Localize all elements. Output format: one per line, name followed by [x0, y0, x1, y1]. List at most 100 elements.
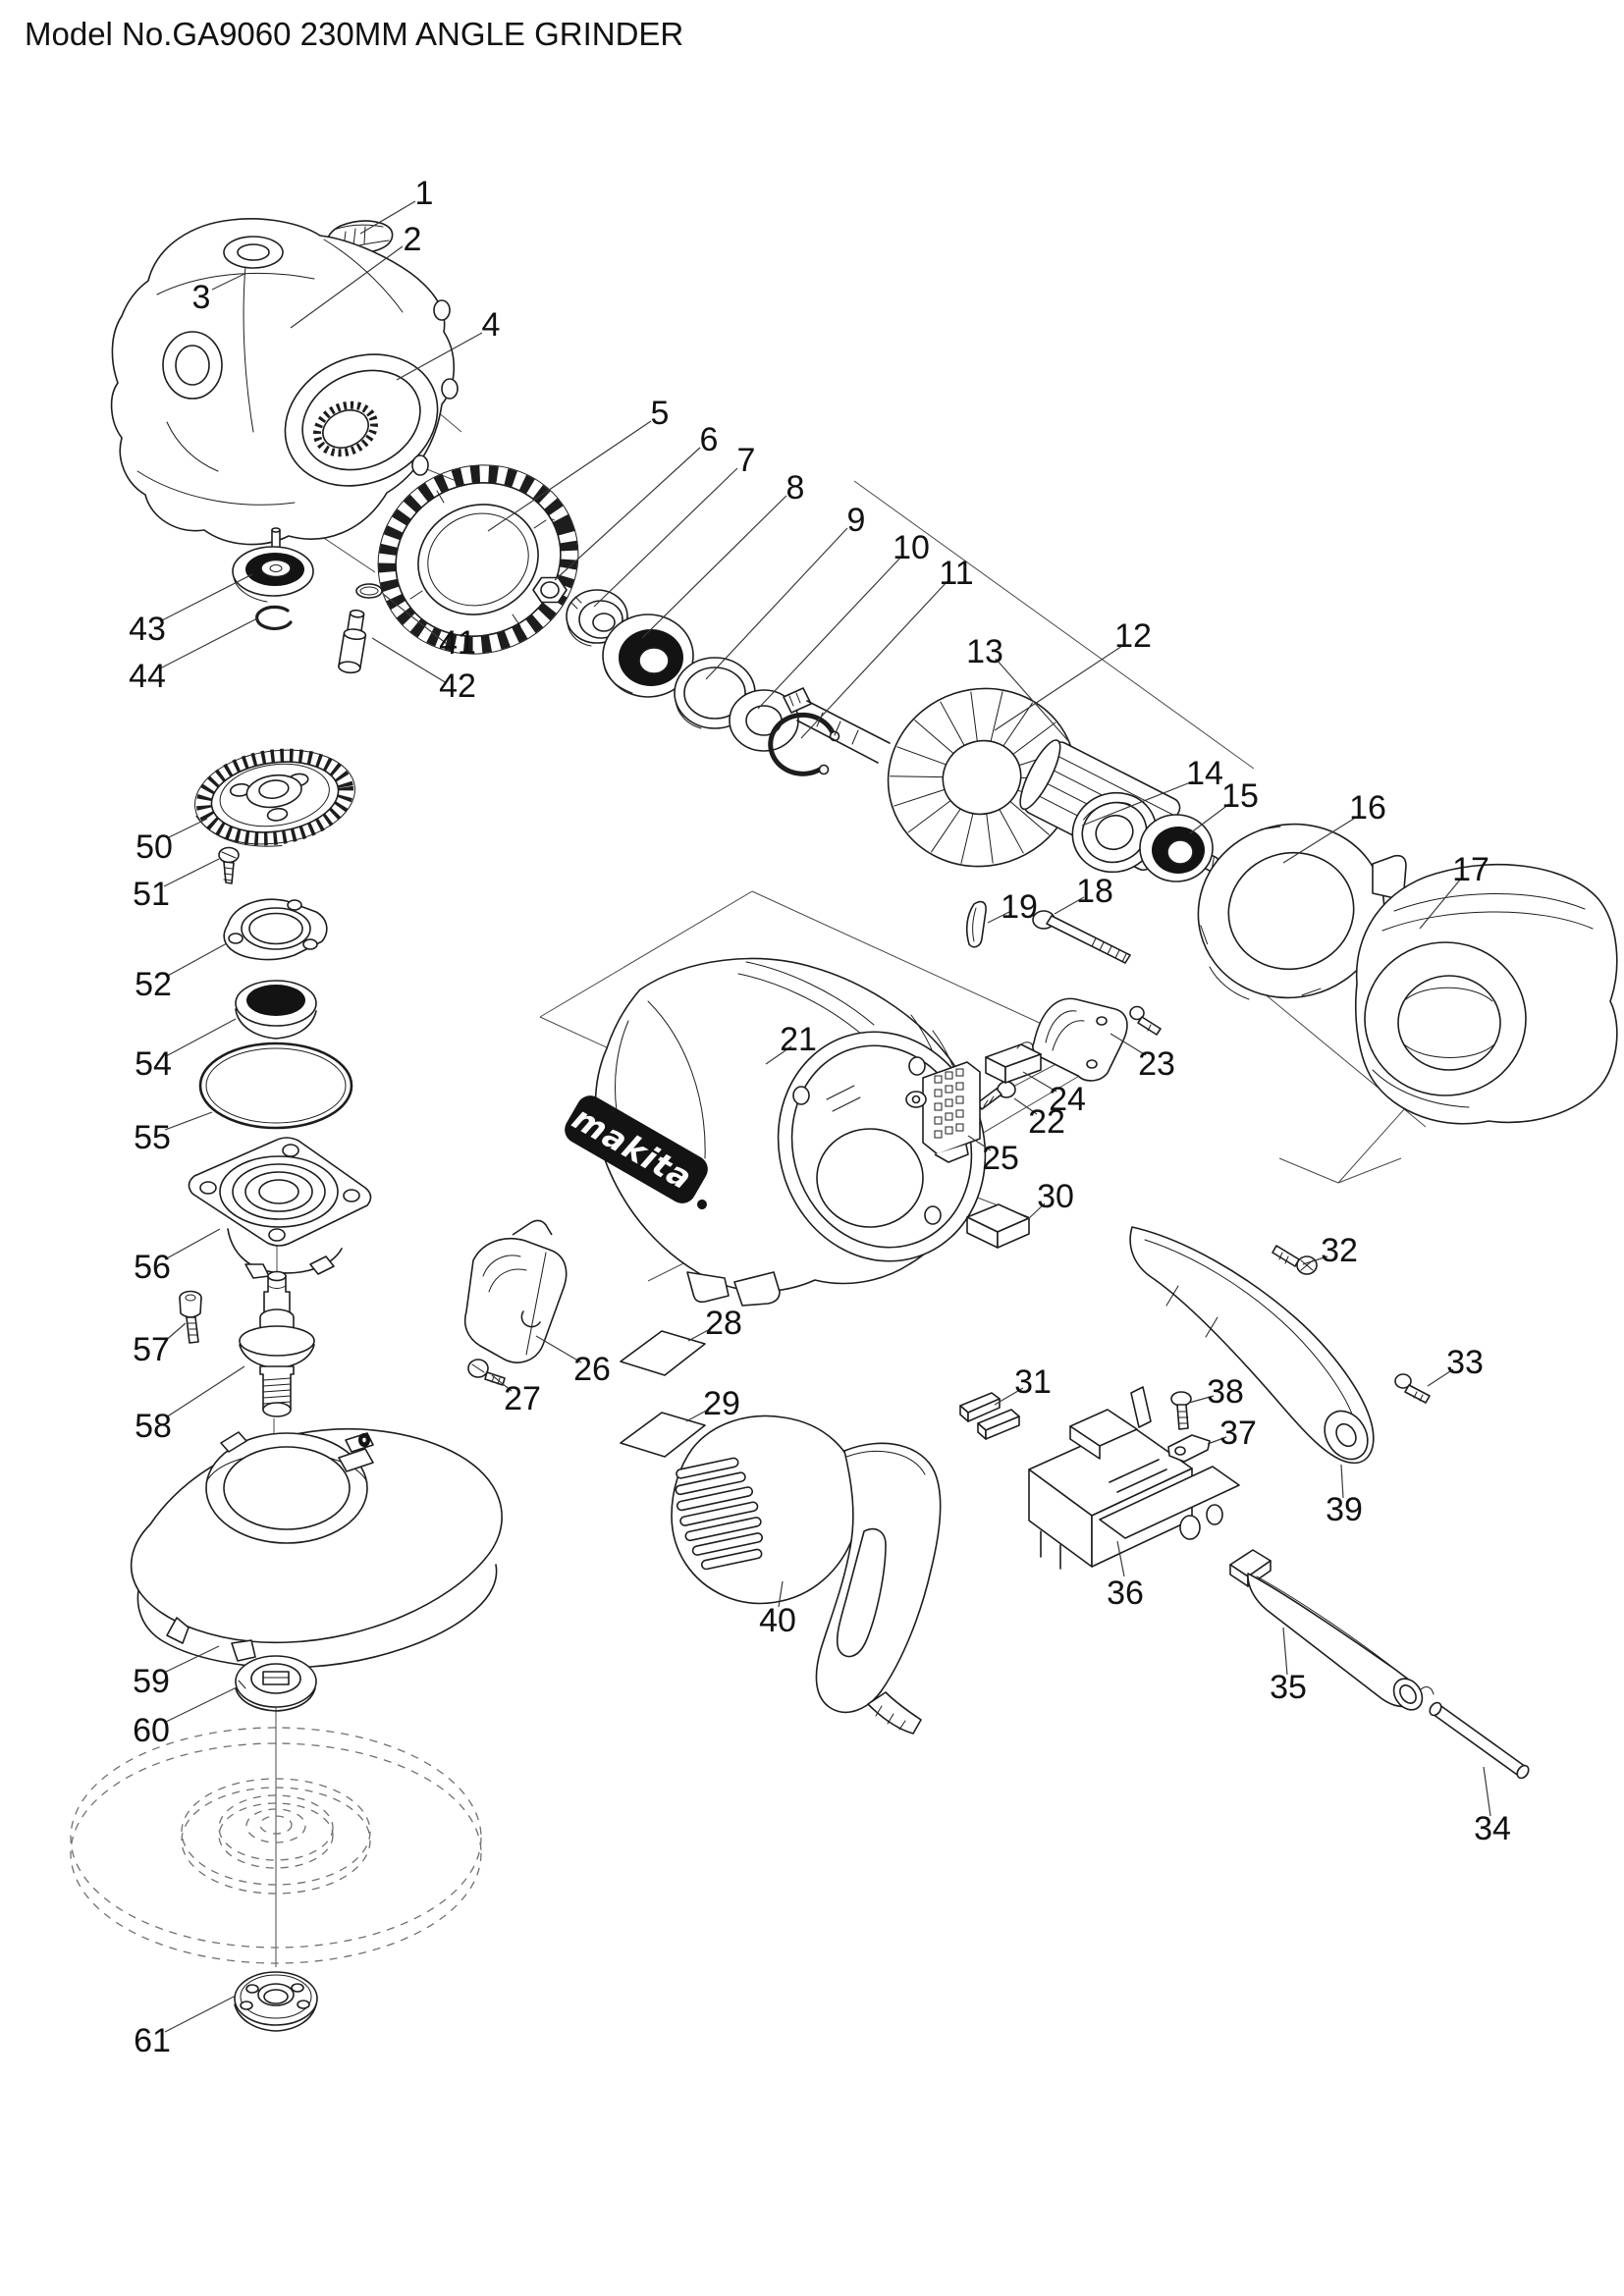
leader-line-38 [1188, 1395, 1215, 1404]
sponge-block-art [966, 1203, 1030, 1249]
retaining-ring-art [768, 712, 840, 776]
flat-washer-art [729, 689, 799, 752]
part-label-4-gear-housing: 4 [482, 306, 501, 344]
part-label-61-lock-nut: 61 [134, 2022, 171, 2059]
leader-line-11 [800, 580, 948, 739]
part-label-19-insulation-strip: 19 [1001, 888, 1038, 926]
leader-line-50 [166, 818, 208, 839]
part-label-1-shaft-lock-lever: 1 [415, 175, 434, 212]
leader-line-60 [163, 1686, 238, 1724]
part-label-31-contact-blocks: 31 [1014, 1363, 1052, 1401]
part-label-8-ball-bearing: 8 [786, 469, 805, 507]
o-ring-large-art [198, 1041, 353, 1130]
switch-plate-art [1167, 1434, 1211, 1463]
part-label-51-gear-screw: 51 [133, 876, 170, 913]
leader-line-33 [1427, 1368, 1454, 1387]
leader-line-12 [994, 643, 1126, 731]
page-title: Model No.GA9060 230MM ANGLE GRINDER [25, 16, 683, 52]
leader-line-44 [159, 617, 258, 669]
leader-line-26 [535, 1335, 582, 1363]
part-label-24-carbon-brush: 24 [1049, 1081, 1086, 1118]
part-label-17-field-stator: 17 [1452, 851, 1489, 888]
leader-line-37 [1207, 1436, 1227, 1445]
leader-line-31 [994, 1387, 1024, 1406]
leader-line-58 [165, 1365, 245, 1418]
field-stator-art [1354, 864, 1618, 1125]
o-ring-small-art [355, 583, 383, 599]
part-label-10-flat-washer: 10 [893, 529, 930, 566]
leader-line-36 [1116, 1540, 1125, 1577]
part-label-59-wheel-guard: 59 [133, 1663, 170, 1700]
part-label-18-long-tapping-screw: 18 [1076, 873, 1113, 910]
leader-line-32 [1302, 1255, 1328, 1265]
leader-line-25 [967, 1135, 992, 1151]
ball-bearing-art [602, 614, 694, 698]
part-label-25-brush-holder: 25 [982, 1140, 1019, 1177]
part-label-26-brush-holder-cap-left: 26 [573, 1351, 611, 1388]
part-label-3-pan-head-screw: 3 [192, 279, 211, 316]
snap-ring-art [255, 605, 293, 630]
leader-line-56 [164, 1228, 221, 1260]
part-label-57-hex-socket-bolt: 57 [133, 1331, 170, 1368]
leader-line-15 [1189, 803, 1230, 834]
wheel-guard-art [130, 1427, 503, 1669]
group-line-8 [1337, 1157, 1402, 1184]
leader-line-4 [396, 332, 483, 381]
cover-screw-art [1394, 1373, 1431, 1404]
part-label-56-bearing-box: 56 [134, 1249, 171, 1286]
bearing-retainer-plate-art [223, 898, 328, 961]
long-tapping-screw-art [1032, 910, 1131, 964]
bearing-box-art [188, 1137, 372, 1279]
part-label-5-bearing-box-cover: 5 [651, 395, 670, 432]
leader-line-42 [371, 637, 448, 684]
front-ball-bearing-art [232, 527, 314, 603]
part-label-21-motor-housing: 21 [780, 1021, 817, 1058]
leader-line-29 [685, 1408, 711, 1422]
handle-screw-art [1272, 1245, 1318, 1275]
part-label-13-fan: 13 [966, 633, 1003, 670]
side-grip-art [1229, 1549, 1424, 1711]
part-label-2-lock-spring: 2 [404, 221, 422, 258]
hex-nut-art [532, 576, 568, 604]
bearing-box-cover-art [377, 464, 579, 655]
leader-line-54 [165, 1018, 237, 1057]
part-label-34-pipe: 34 [1474, 1810, 1511, 1847]
leader-line-55 [164, 1111, 213, 1131]
part-label-14-bearing-retainer: 14 [1186, 755, 1223, 792]
hex-socket-bolt-art [179, 1290, 202, 1344]
leader-line-18 [1054, 896, 1085, 915]
part-label-29-name-plate: 29 [703, 1385, 740, 1422]
grinding-wheel-dashed [70, 1727, 482, 1964]
part-label-41-o-ring-small: 41 [439, 624, 476, 662]
part-label-6-hex-nut: 6 [700, 421, 719, 458]
pipe-art [1419, 1686, 1530, 1780]
part-label-36-switch: 36 [1107, 1575, 1144, 1612]
part-label-35-side-grip: 35 [1270, 1669, 1307, 1706]
leader-line-10 [757, 555, 903, 710]
leader-line-17 [1419, 878, 1462, 930]
part-label-30-sponge-block: 30 [1037, 1178, 1074, 1215]
part-label-28-caution-label: 28 [705, 1305, 742, 1342]
leader-line-23 [1110, 1033, 1147, 1056]
leader-line-5 [487, 420, 652, 532]
leader-lines [159, 200, 1491, 2033]
part-label-50-spiral-bevel-gear: 50 [135, 828, 173, 866]
group-line-0 [853, 480, 1255, 770]
leader-line-1 [359, 200, 416, 235]
leader-line-2 [290, 245, 404, 329]
brush-holder-art [905, 1061, 981, 1163]
name-plate-art [620, 1412, 706, 1458]
leader-line-28 [687, 1327, 713, 1342]
leader-line-35 [1282, 1627, 1288, 1676]
leader-line-34 [1483, 1766, 1491, 1817]
part-label-16-baffle-plate: 16 [1349, 789, 1386, 827]
leader-line-13 [995, 658, 1071, 744]
lock-pin-art [338, 609, 367, 674]
inner-flange-art [235, 1655, 317, 1712]
part-label-37-switch-plate: 37 [1219, 1415, 1257, 1452]
switch-art [1028, 1386, 1240, 1570]
gear-screw-art [218, 846, 240, 884]
leader-line-9 [705, 527, 848, 680]
brush-screw-art [976, 1081, 1016, 1110]
